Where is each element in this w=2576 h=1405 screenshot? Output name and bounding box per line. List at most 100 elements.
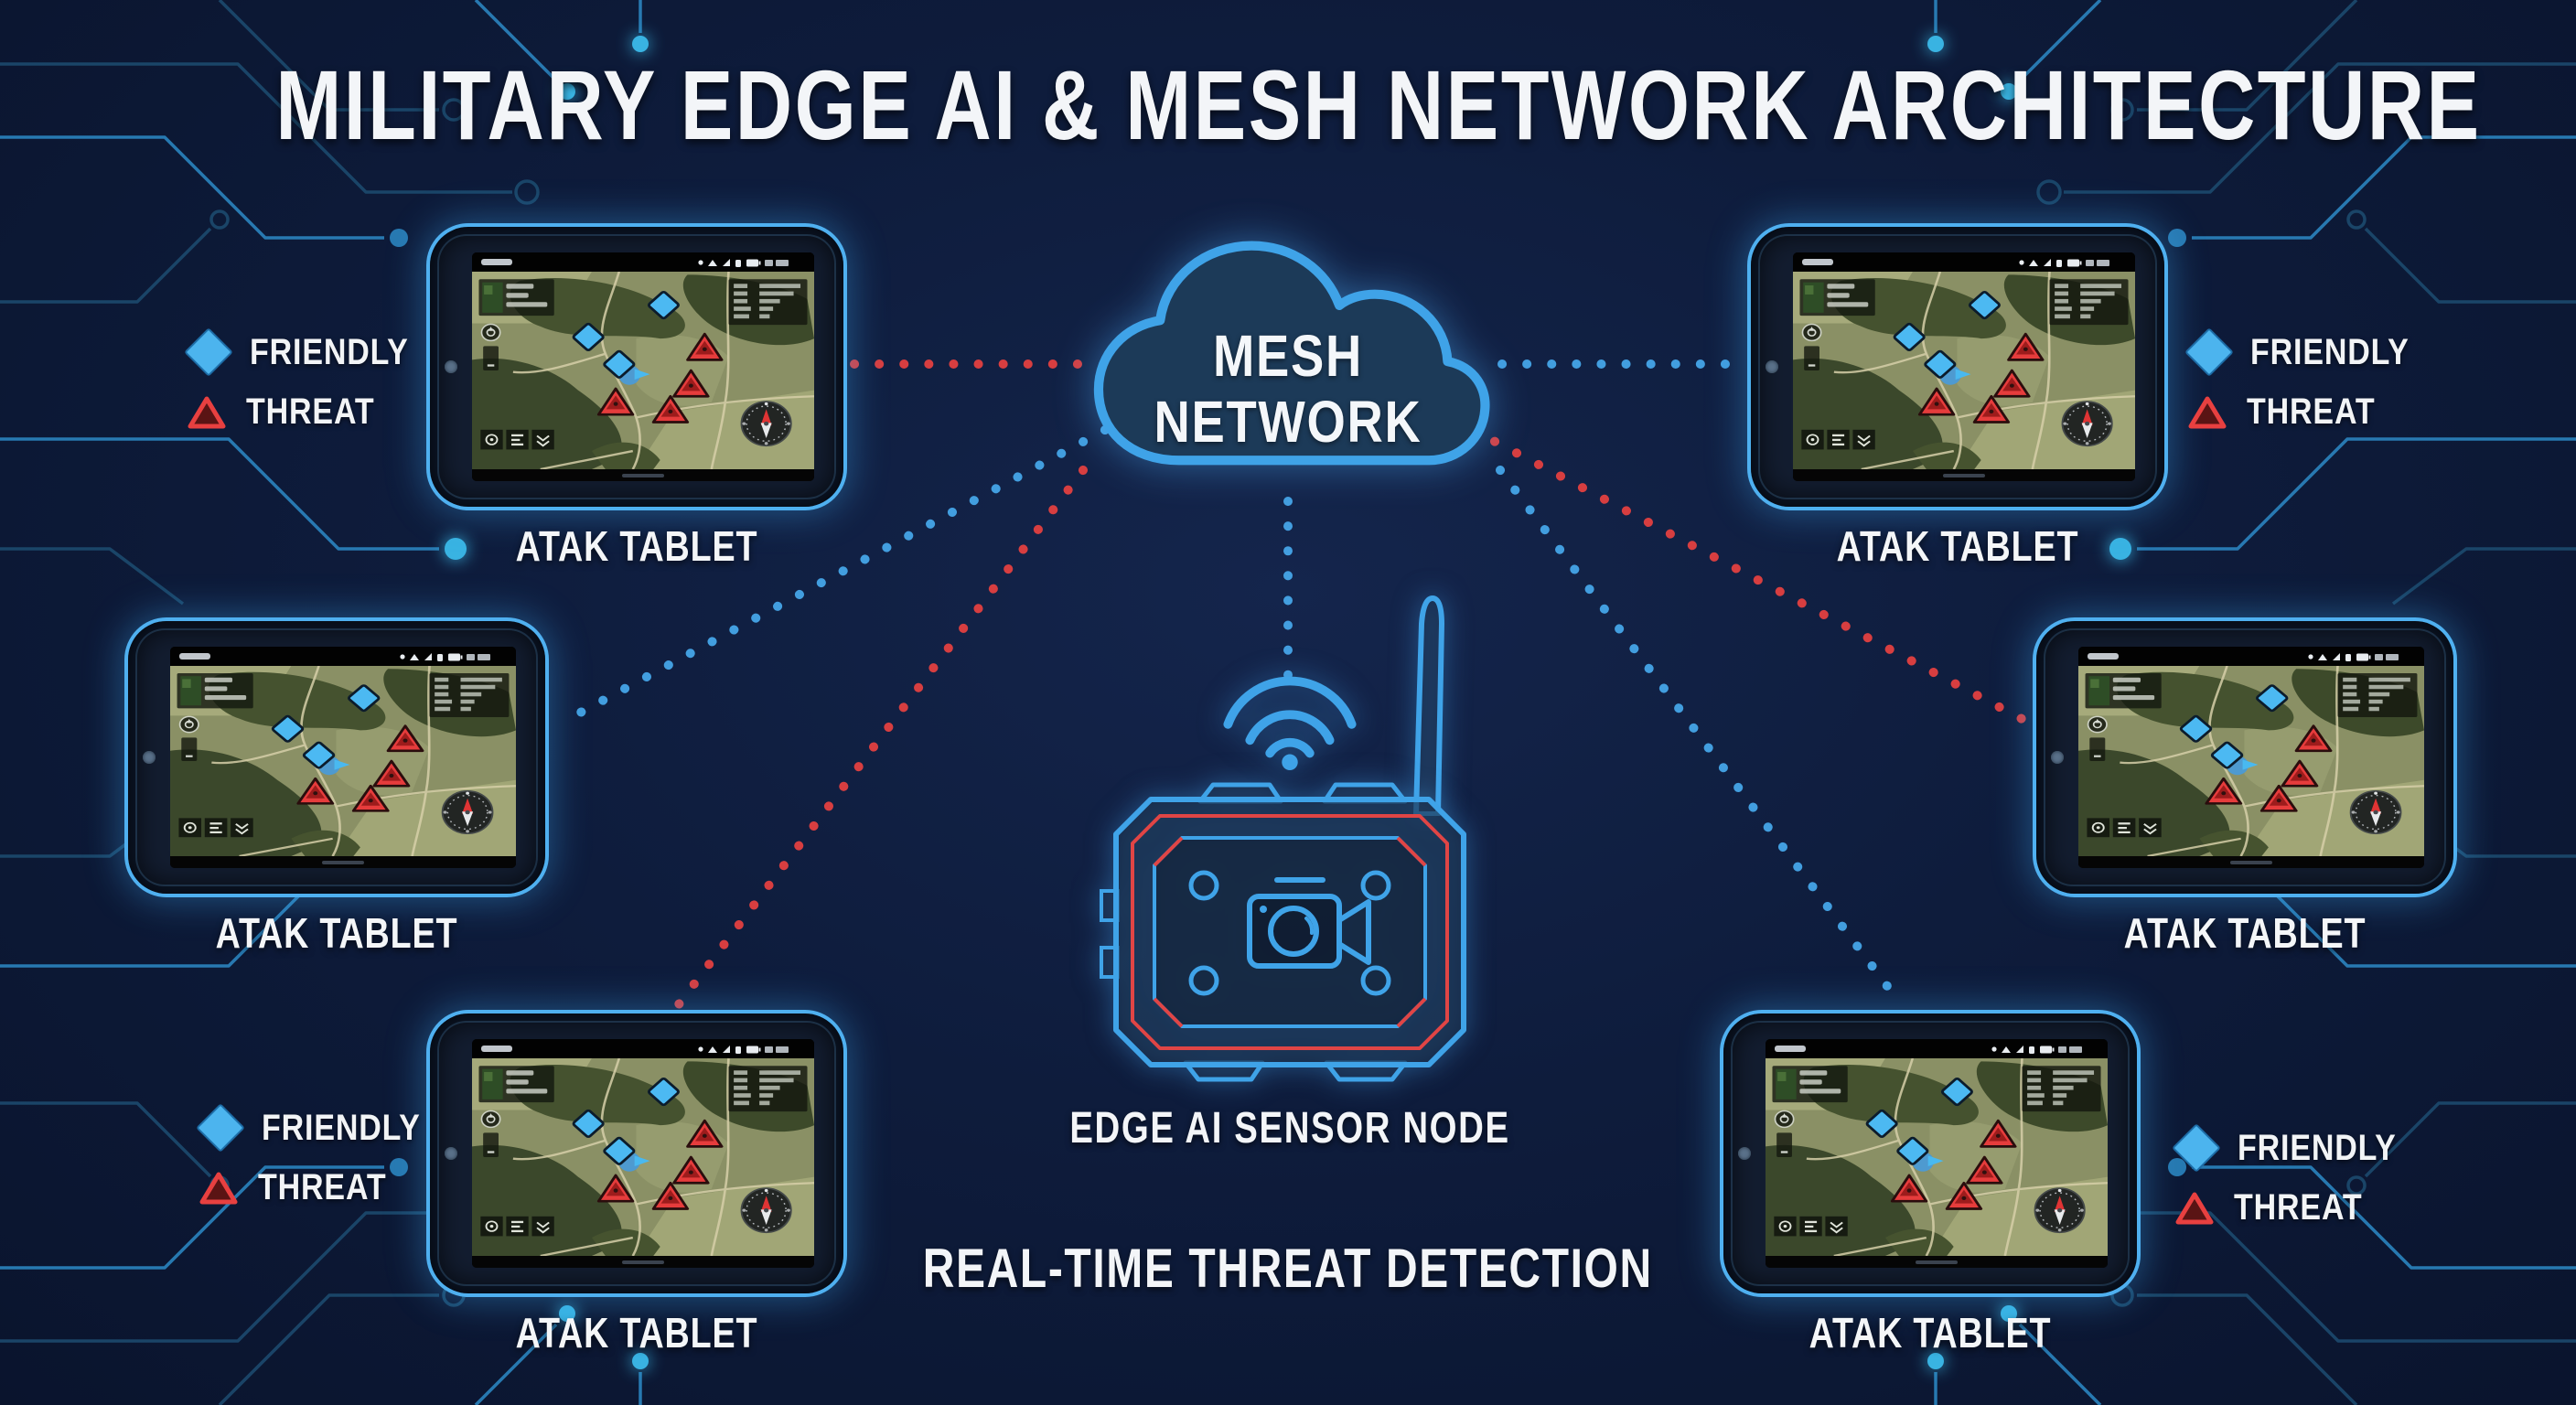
signal-icon	[2333, 652, 2340, 660]
compass-button	[2087, 715, 2108, 734]
tablet-label: ATAK TABLET	[515, 1309, 758, 1357]
real-time-caption: REAL-TIME THREAT DETECTION	[923, 1238, 1653, 1299]
status-bar	[170, 647, 516, 666]
camera-icon	[1247, 877, 1371, 969]
info-panel-right	[429, 673, 510, 717]
tablet-bottom-right: ATAK TABLET	[1723, 1014, 2137, 1357]
compass-rose	[441, 790, 494, 834]
info-panel-right	[2049, 279, 2129, 326]
tablet-camera-dot	[1738, 1147, 1751, 1160]
lock-icon	[2029, 1046, 2034, 1054]
signal-icon	[723, 1045, 730, 1053]
tablet-mid-right: ATAK TABLET	[2036, 621, 2453, 957]
signal-icon	[723, 258, 730, 266]
tablet-camera-dot	[1766, 360, 1778, 373]
battery-icon	[746, 1046, 758, 1053]
tablet-screen	[170, 647, 516, 868]
status-icons	[698, 1045, 789, 1054]
threat-triangle-icon	[199, 1172, 238, 1204]
nav-bar	[1793, 469, 2135, 481]
status-time	[1802, 259, 1833, 265]
page-title: MILITARY EDGE AI & MESH NETWORK ARCHITEC…	[275, 49, 2482, 160]
sensor-node-label: EDGE AI SENSOR NODE	[1069, 1104, 1510, 1153]
friendly-diamond-icon	[2184, 327, 2234, 377]
status-bar	[2078, 647, 2424, 666]
tablet-camera-dot	[445, 1147, 457, 1160]
tablet-screen	[472, 1039, 814, 1268]
threat-triangle-icon	[188, 396, 226, 428]
map-legend-top-left: FRIENDLY THREAT	[184, 327, 436, 433]
threat-marker	[596, 332, 724, 424]
map-toolbar	[2087, 818, 2162, 838]
compass-rose	[2349, 790, 2402, 834]
home-pill	[622, 1260, 664, 1264]
info-panel-left	[2085, 673, 2162, 709]
status-time	[179, 653, 210, 660]
compass-button	[1774, 1110, 1795, 1129]
connection-cloud-to-tablet-mid-right	[1468, 425, 2034, 727]
tablet-camera-dot	[445, 360, 457, 373]
friendly-marker	[572, 1077, 680, 1165]
tablet-screen	[1793, 252, 2135, 481]
legend-friendly: FRIENDLY	[196, 1103, 448, 1153]
map-legend-top-right: FRIENDLY THREAT	[2184, 327, 2437, 433]
map-toolbar	[480, 1216, 554, 1237]
tablet-label: ATAK TABLET	[515, 522, 758, 570]
info-panel-left	[478, 1066, 554, 1103]
threat-marker	[2205, 724, 2333, 812]
threat-marker	[596, 1119, 724, 1210]
nav-bar	[2078, 856, 2424, 868]
antenna-icon	[1413, 595, 1444, 816]
rugged-case-icon	[1100, 782, 1466, 1082]
connection-cloud-to-tablet-mid-left	[557, 425, 1110, 727]
atak-map	[472, 272, 814, 469]
lock-icon	[735, 1046, 741, 1054]
signal-icon	[2044, 258, 2051, 266]
nav-bar	[472, 469, 814, 481]
tablet-label: ATAK TABLET	[1836, 522, 2079, 570]
home-pill	[322, 860, 364, 864]
threat-triangle-icon	[2175, 1192, 2214, 1224]
status-bar	[472, 252, 814, 272]
home-pill	[622, 473, 664, 477]
tablet-screen	[2078, 647, 2424, 868]
status-bar	[472, 1039, 814, 1058]
edge-ai-sensor-node: EDGE AI SENSOR NODE	[1069, 576, 1508, 1162]
compass-rose	[740, 1187, 792, 1234]
map-roads	[512, 1058, 814, 1256]
mesh-network-cloud: MESH NETWORK	[1068, 216, 1508, 496]
lock-icon	[2345, 653, 2351, 661]
position-arrow-icon	[634, 369, 650, 380]
info-panel-right	[2337, 673, 2418, 717]
nav-bar	[1766, 1256, 2108, 1268]
map-toolbar	[480, 429, 554, 450]
legend-friendly: FRIENDLY	[2184, 327, 2437, 377]
position-arrow-icon	[1927, 1155, 1944, 1166]
status-icons	[2308, 652, 2399, 661]
position-arrow-icon	[634, 1155, 650, 1166]
tablet-top-left: ATAK TABLET	[430, 227, 843, 570]
wifi-icon	[2002, 1046, 2011, 1053]
battery-icon	[2040, 1046, 2052, 1053]
info-panel-left	[478, 279, 554, 316]
legend-threat: THREAT	[2175, 1187, 2424, 1228]
legend-friendly: FRIENDLY	[2172, 1123, 2424, 1173]
status-bar	[1766, 1039, 2108, 1058]
wifi-icon	[708, 1046, 717, 1053]
wifi-icon	[2318, 653, 2327, 660]
compass-rose	[740, 401, 792, 447]
info-panel-left	[177, 673, 253, 709]
tablet-camera-dot	[2051, 751, 2064, 764]
wifi-icon	[410, 653, 419, 660]
info-panel-right	[728, 1066, 808, 1112]
tablet-top-right: ATAK TABLET	[1751, 227, 2164, 570]
zoom-button	[483, 1132, 499, 1157]
map-legend-bottom-left: FRIENDLY THREAT	[196, 1103, 448, 1208]
map-legend-bottom-right: FRIENDLY THREAT	[2172, 1123, 2424, 1228]
threat-marker	[296, 724, 424, 812]
lock-icon	[735, 259, 741, 267]
legend-friendly: FRIENDLY	[184, 327, 436, 377]
status-icons	[698, 258, 789, 267]
